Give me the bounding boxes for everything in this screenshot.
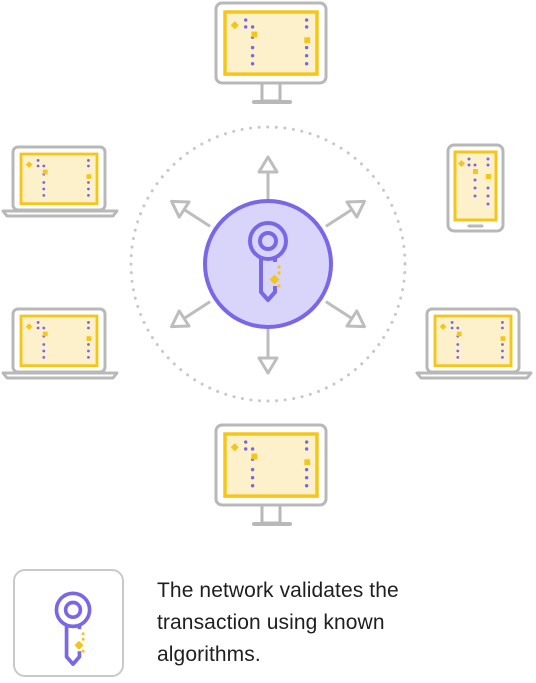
- caption-text: The network validates the transaction us…: [157, 579, 399, 666]
- network-diagram: [1, 1, 533, 526]
- arrow-down-icon: [257, 328, 279, 375]
- key-icon: [54, 591, 92, 666]
- validation-hub: [203, 199, 333, 329]
- arrow-up-right-icon: [325, 199, 366, 228]
- legend-icon-box: [13, 569, 124, 677]
- tablet-icon: [446, 143, 505, 233]
- laptop-icon: [1, 145, 119, 218]
- desktop-monitor-icon: [214, 423, 328, 526]
- arrow-down-left-icon: [170, 300, 211, 329]
- arrow-up-icon: [257, 155, 279, 200]
- arrow-down-right-icon: [325, 300, 366, 329]
- broadcast-arrows: [170, 155, 366, 375]
- arrow-up-left-icon: [170, 199, 211, 228]
- laptop-icon: [415, 307, 533, 380]
- laptop-icon: [1, 307, 119, 380]
- network-ring: [129, 125, 407, 403]
- desktop-monitor-icon: [214, 1, 328, 104]
